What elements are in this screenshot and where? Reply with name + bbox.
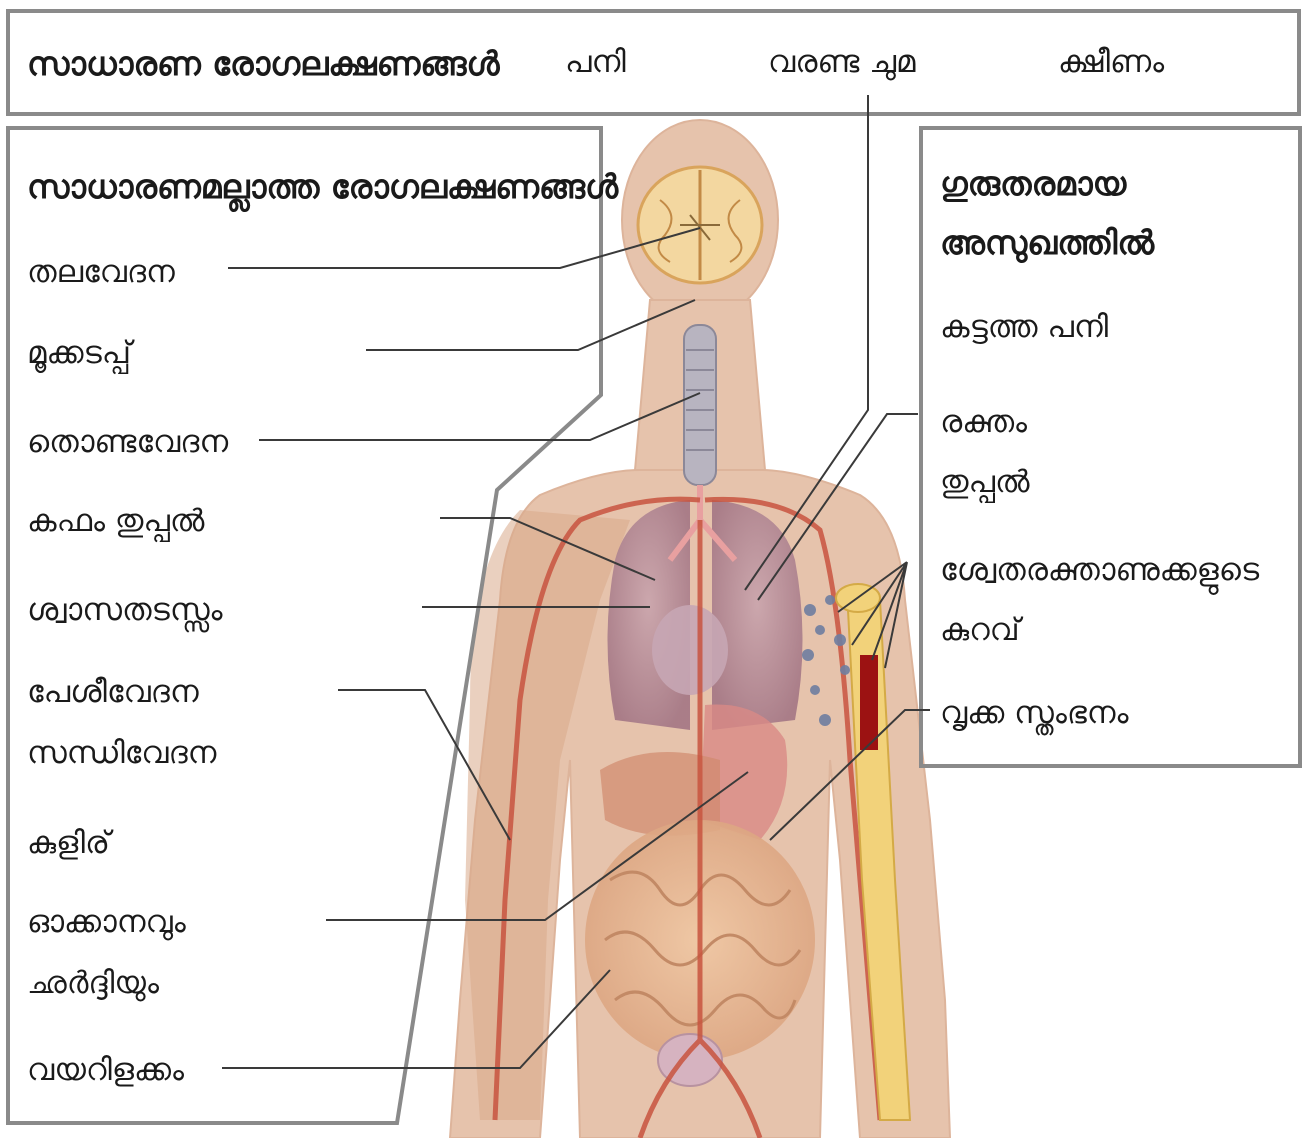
brain: [638, 167, 762, 283]
sputum-label: കഫം തുപ്പൽ: [27, 506, 204, 537]
uncommon-symptoms-heading: സാധാരണമല്ലാത്ത രോഗലക്ഷണങ്ങൾ: [27, 170, 618, 203]
blood-label: രക്തം: [940, 407, 1027, 438]
nausea-label: ഓക്കാനവും: [27, 907, 186, 938]
kidney-failure-label: വൃക്ക സ്തംഭനം: [940, 698, 1129, 729]
severe-heading-line1: ഗുരുതരമായ: [940, 167, 1126, 200]
severe-heading-line2: അസുഖത്തിൽ: [940, 226, 1154, 259]
fatigue-label: ക്ഷീണം: [1058, 47, 1164, 78]
white-cells-label: ശ്വേതരക്താണുക്കളുടെ: [940, 555, 1259, 586]
high-fever-label: കട്ടത്ത പനി: [940, 312, 1108, 343]
muscle-pain-label: പേശീവേദന: [27, 677, 199, 708]
leader-sore-throat: [259, 393, 700, 440]
heart: [652, 605, 728, 695]
spitting-label: തുപ്പൽ: [940, 467, 1030, 498]
sore-throat-label: തൊണ്ടവേദന: [27, 427, 228, 458]
vomiting-label: ഛർദ്ദിയും: [27, 968, 159, 999]
deficiency-label: കുറവ്: [940, 615, 1020, 646]
diarrhea-label: വയറിളക്കം: [27, 1055, 184, 1086]
fever-label: പനി: [565, 47, 626, 78]
dry-cough-label: വരണ്ട ചുമ: [768, 47, 916, 78]
common-symptoms-heading: സാധാരണ രോഗലക്ഷണങ്ങൾ: [27, 47, 500, 80]
headache-label: തലവേദന: [27, 257, 175, 288]
breathlessness-label: ശ്വാസതടസ്സം: [27, 595, 223, 626]
trachea: [684, 325, 716, 485]
chills-label: കുളിര്: [27, 828, 110, 859]
nasal-congestion-label: മൂക്കടപ്പ്: [27, 338, 131, 369]
joint-pain-label: സന്ധിവേദന: [27, 738, 216, 769]
